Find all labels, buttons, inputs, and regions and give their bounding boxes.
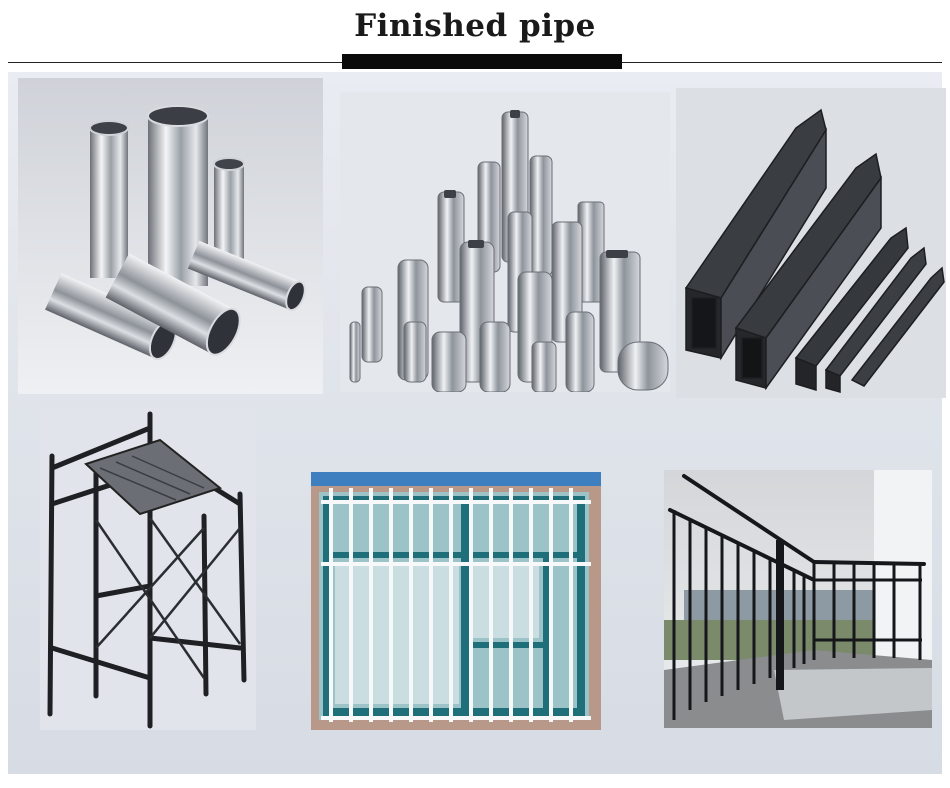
page-title: Finished pipe [354,8,596,44]
scaffolding-frame-photo [40,408,256,730]
balcony-railing-photo [664,470,932,728]
round-stainless-pipes-photo [18,78,323,394]
title-divider-bar [342,54,622,69]
slotted-stainless-pipes-photo [340,92,670,392]
black-rectangular-pipes-photo [676,88,946,398]
window-guard-grille-photo [311,472,601,730]
